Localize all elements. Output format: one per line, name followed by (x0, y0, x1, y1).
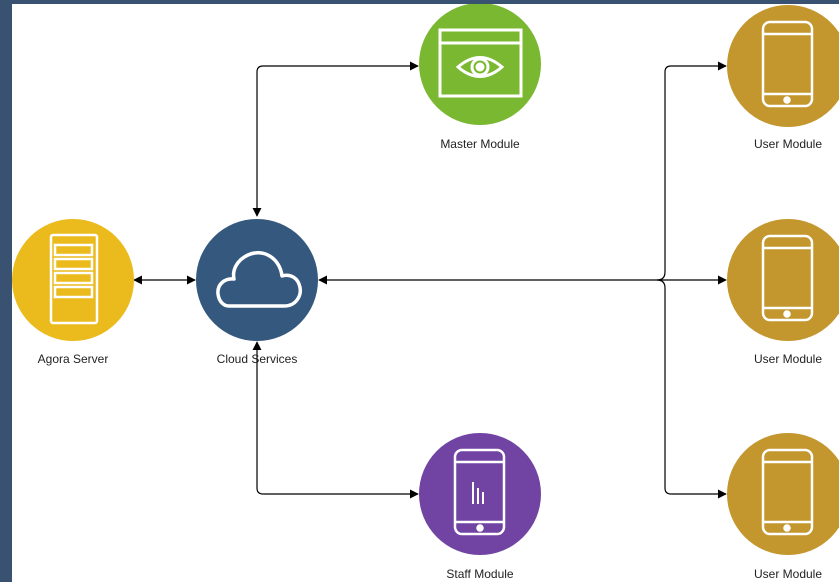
user-module-3-label: User Module (753, 567, 823, 581)
agora-server-circle (12, 219, 134, 341)
cloud-services-label: Cloud Services (216, 352, 298, 366)
user-module-3-node[interactable] (727, 433, 839, 555)
phone-icon (761, 20, 814, 108)
user-module-2-label: User Module (753, 352, 823, 366)
staff-module-node[interactable] (419, 433, 541, 555)
browser-eye-icon (438, 28, 523, 98)
user-module-3-circle (727, 433, 839, 555)
edge-cloud-user-3 (656, 279, 727, 499)
edge-cloud-staff (252, 341, 419, 499)
user-module-2-node[interactable] (727, 219, 839, 341)
master-module-node[interactable] (419, 4, 541, 125)
cloud-services-node[interactable] (196, 219, 318, 341)
user-module-1-node[interactable] (727, 5, 839, 127)
edge-cloud-master (252, 61, 419, 217)
master-module-label: Master Module (440, 137, 520, 151)
user-module-2-circle (727, 219, 839, 341)
cloud-services-circle (196, 219, 318, 341)
user-module-1-circle (727, 5, 839, 127)
cloud-icon (216, 251, 302, 308)
agora-server-node[interactable] (12, 219, 134, 341)
staff-module-circle (419, 433, 541, 555)
architecture-diagram (12, 4, 839, 555)
phone-icon (761, 234, 814, 322)
agora-server-label: Agora Server (37, 352, 109, 366)
edge-cloud-user-1 (656, 61, 727, 281)
phone-chart-icon (453, 448, 506, 536)
diagram-canvas: Master Module Agora Server Cloud Service… (12, 4, 839, 582)
staff-module-label: Staff Module (446, 567, 514, 581)
server-icon (49, 233, 99, 325)
user-module-1-label: User Module (753, 137, 823, 151)
phone-icon (761, 448, 814, 536)
